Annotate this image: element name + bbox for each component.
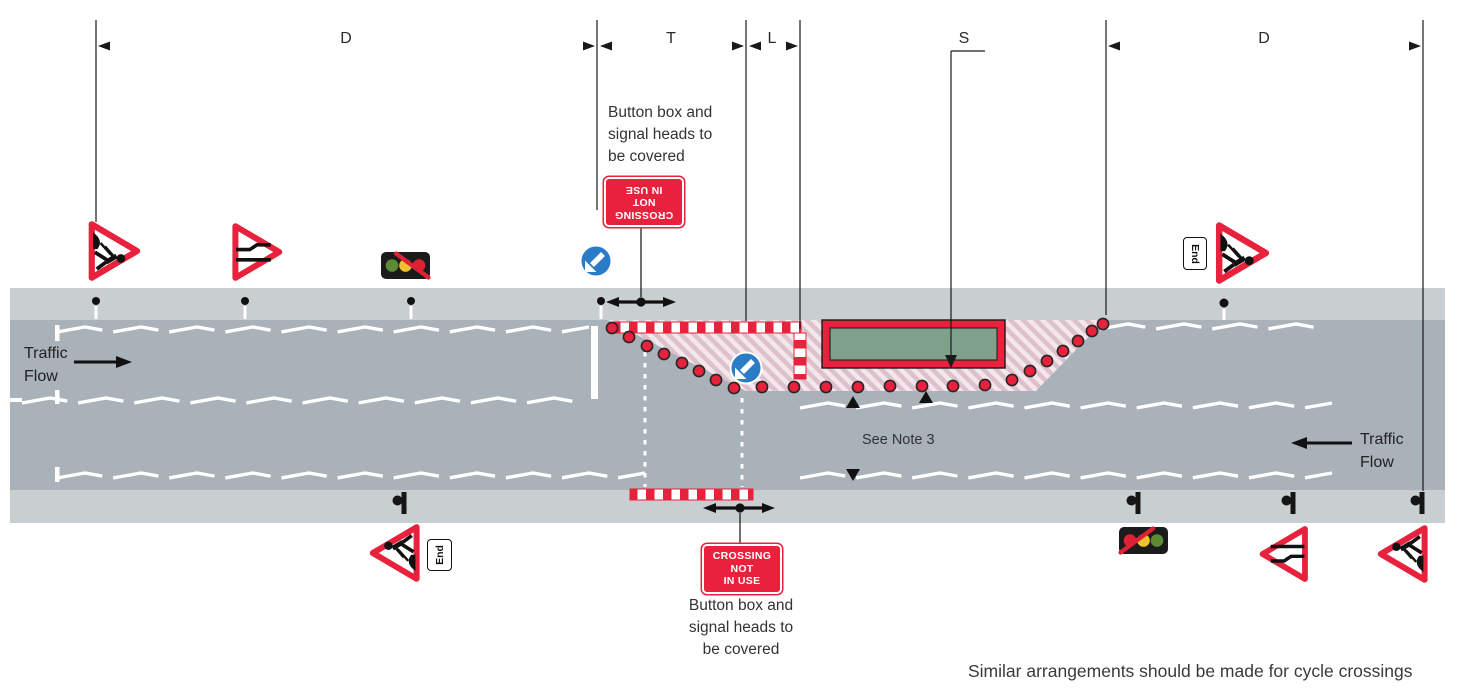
road-narrows-sign-bottom (1263, 529, 1305, 579)
lane-markings (21, 322, 1333, 480)
roadworks-end-sign-bottom-left (373, 527, 417, 579)
dimension-label-d-left: D (340, 30, 352, 47)
dimension-lines (95, 20, 1424, 491)
road-narrows-sign-left (235, 226, 279, 278)
signals-not-in-use-sign-left (381, 251, 431, 280)
button-box-note-bottom: Button box and signal heads to be covere… (688, 597, 794, 658)
roadworks-sign-bottom-right (1381, 528, 1425, 580)
roadworks-end-sign-top-right (1219, 225, 1266, 280)
dimension-arrowheads (98, 41, 1421, 368)
cycle-crossings-note: Similar arrangements should be made for … (968, 661, 1413, 681)
note-marker-triangles (846, 391, 933, 481)
keep-left-sign-works (731, 353, 762, 384)
dimension-label-s: S (958, 30, 970, 47)
button-box-note-top: Button box and signal heads to be covere… (608, 104, 713, 165)
dimension-label-d-right: D (1258, 30, 1270, 47)
stop-line (591, 326, 598, 399)
top-verge (10, 288, 1445, 320)
see-note-label: See Note 3 (862, 432, 935, 448)
end-plate-top-right: End (1183, 237, 1207, 270)
works-vehicle (821, 319, 1006, 369)
end-plate-bottom-left: End (427, 539, 452, 571)
traffic-flow-label-left: Traffic Flow (24, 345, 68, 385)
traffic-flow-label-right: Traffic Flow (1360, 431, 1404, 471)
sign-posts-top (92, 297, 1229, 320)
s-arrowhead (945, 355, 957, 368)
keep-left-sign-top (581, 246, 612, 277)
crossing-not-in-use-sign-top: CROSSING NOT IN USE (604, 177, 684, 227)
dimension-label-t: T (666, 30, 676, 47)
signal-head-position-arrow-bottom (703, 503, 775, 543)
signal-head-position-arrow-top (606, 224, 676, 307)
traffic-flow-arrow-left (74, 356, 132, 368)
edge-markings (8, 325, 598, 482)
crossing-not-in-use-sign-bottom: CROSSING NOT IN USE (702, 544, 782, 594)
crossing-stud-lines (643, 341, 744, 487)
roadworks-sign-left (92, 224, 137, 277)
signals-not-in-use-sign-bottom (1118, 526, 1168, 555)
barrier-boards (613, 321, 807, 501)
traffic-flow-arrow-right (1291, 437, 1352, 449)
dimension-label-l: L (767, 30, 777, 47)
